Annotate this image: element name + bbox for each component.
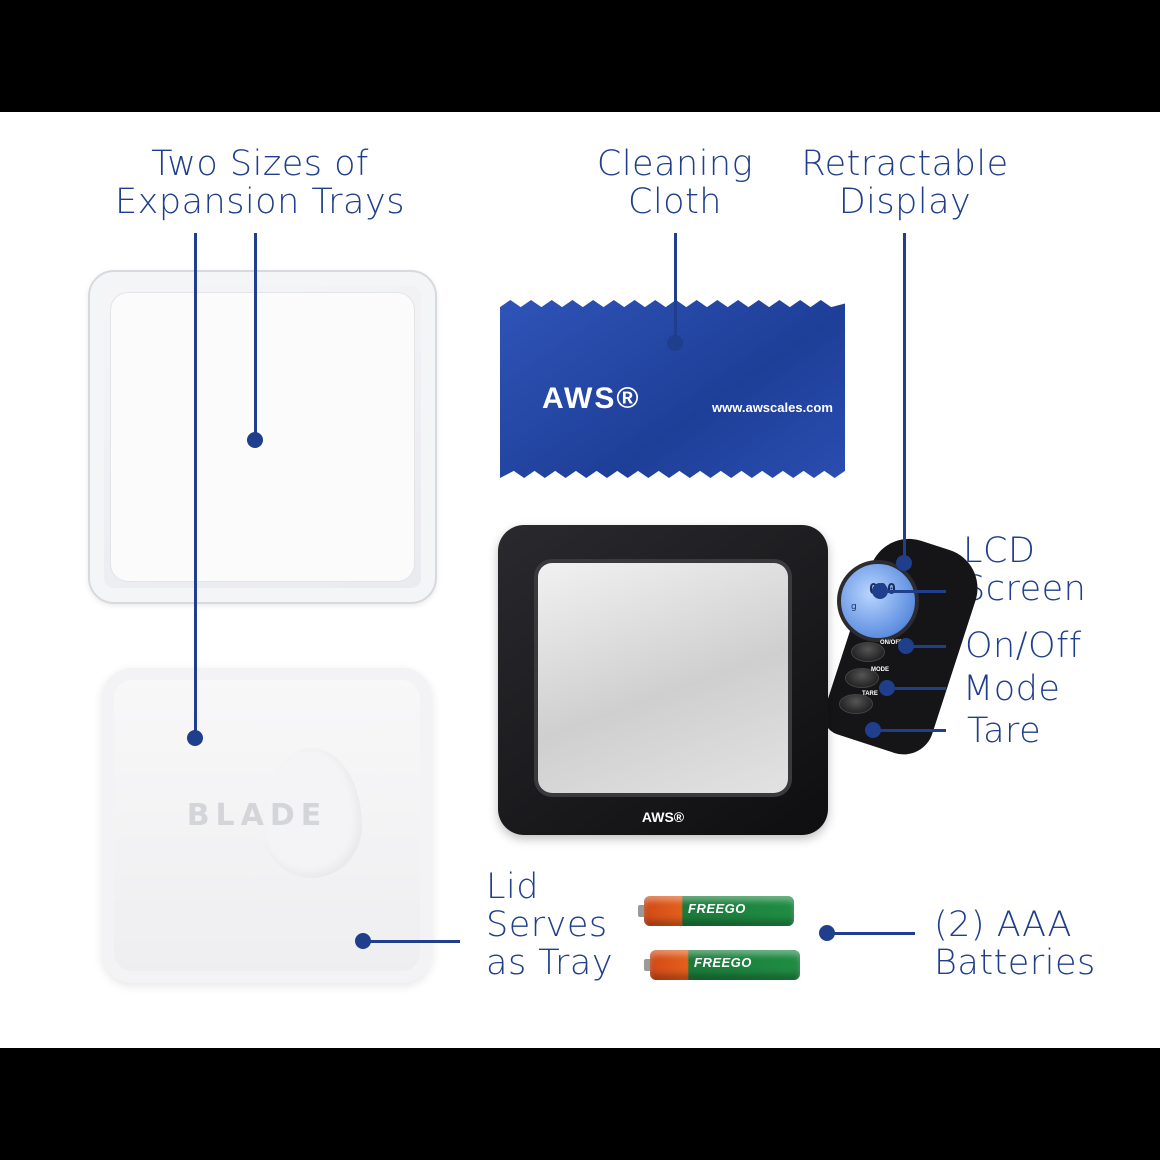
callout-dot: [872, 583, 888, 599]
cloth-brand: AWS®: [542, 382, 641, 415]
callout-dot: [879, 680, 895, 696]
callout-dot: [896, 555, 912, 571]
callout-line: [363, 940, 460, 943]
on-off-button-label: ON/OFF: [880, 640, 903, 646]
battery-brand: FREEGO: [688, 901, 746, 916]
flame-logo-icon: [262, 748, 362, 878]
callout-line: [254, 233, 257, 440]
scale-brand: AWS®: [641, 809, 685, 825]
display-unit: g: [851, 602, 857, 612]
lid-tray: BLADE: [102, 668, 432, 983]
label-lid-serves-as-tray: Lid Serves as Tray: [486, 867, 614, 983]
on-off-button[interactable]: [851, 642, 885, 662]
callout-dot: [247, 432, 263, 448]
callout-line: [873, 729, 946, 732]
callout-line: [906, 645, 946, 648]
callout-line: [194, 233, 197, 738]
callout-line: [827, 932, 915, 935]
callout-dot: [819, 925, 835, 941]
callout-dot: [865, 722, 881, 738]
label-on-off: On/Off: [965, 626, 1082, 666]
label-tare: Tare: [967, 711, 1042, 751]
tare-button-label: TARE: [862, 691, 878, 697]
lcd-display: 000 g: [837, 560, 919, 642]
callout-line: [674, 233, 677, 343]
label-mode: Mode: [963, 669, 1061, 709]
label-batteries: (2) AAA Batteries: [934, 905, 1096, 983]
tare-button[interactable]: [839, 694, 873, 714]
callout-line: [903, 233, 906, 563]
pocket-scale: AWS®: [498, 525, 828, 835]
mode-button[interactable]: [845, 668, 879, 688]
cleaning-cloth: AWS® www.awscales.com: [500, 300, 845, 478]
aaa-battery: FREEGO: [644, 950, 800, 980]
aaa-battery: FREEGO: [638, 896, 794, 926]
label-cleaning-cloth: Cleaning Cloth: [596, 144, 754, 222]
callout-dot: [355, 933, 371, 949]
mode-button-label: MODE: [871, 667, 889, 673]
callout-dot: [667, 335, 683, 351]
cloth-url: www.awscales.com: [712, 400, 833, 415]
callout-line: [880, 590, 946, 593]
blade-logo: BLADE: [186, 798, 328, 833]
callout-line: [887, 687, 946, 690]
callout-dot: [187, 730, 203, 746]
label-expansion-trays: Two Sizes of Expansion Trays: [115, 144, 405, 222]
callout-dot: [898, 638, 914, 654]
label-retractable-display: Retractable Display: [801, 144, 1009, 222]
battery-brand: FREEGO: [694, 955, 752, 970]
label-lcd-screen: LCD Screen: [963, 531, 1087, 609]
weighing-platform: [538, 563, 788, 793]
